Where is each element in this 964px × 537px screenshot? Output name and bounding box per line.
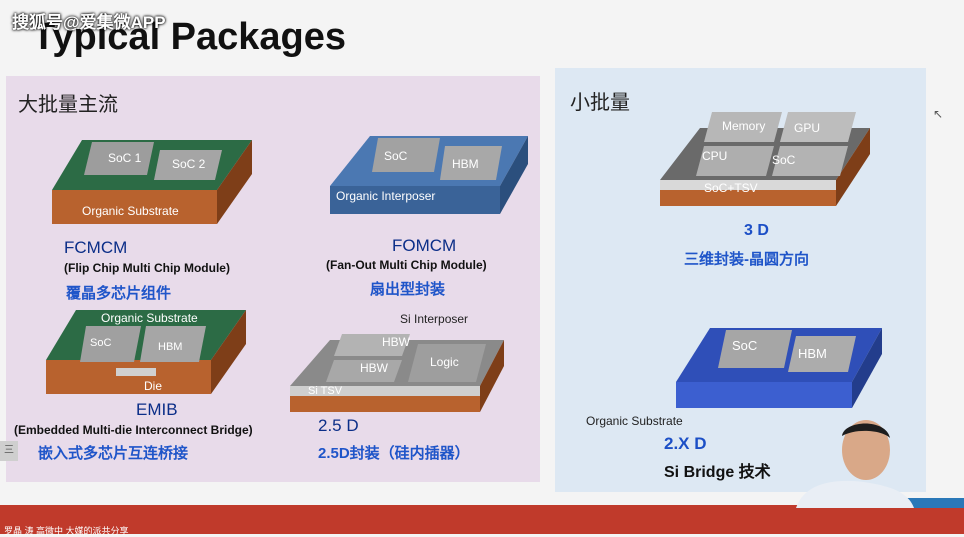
right-panel-heading: 小批量 xyxy=(570,90,630,114)
d2x-chip-hbm xyxy=(788,336,856,372)
d25-interposer-front xyxy=(290,386,480,396)
d25-cn-name: 2.5D封装（硅内插器） xyxy=(318,445,470,462)
fomcm-name: FOMCM xyxy=(392,236,457,255)
d2x-chip-soc xyxy=(718,330,792,368)
chip-soc2-label: SoC 2 xyxy=(172,157,206,171)
d25-chip-hbw-bottom xyxy=(326,360,402,382)
chip-soc-label: SoC xyxy=(384,149,408,163)
interposer-label: Organic Interposer xyxy=(336,189,435,203)
d3-memory-label: Memory xyxy=(722,119,765,133)
chip-soc xyxy=(372,138,440,172)
chip-soc1-label: SoC 1 xyxy=(108,151,142,165)
bottom-bar-text: 罗晶 涛 高微中 大媒的派共分享 xyxy=(4,526,129,536)
watermark: 搜狐号@爱集微APP xyxy=(12,13,166,32)
d25-tsv-label: Si TSV xyxy=(308,385,343,397)
substrate-label: Organic Substrate xyxy=(82,204,179,218)
d2x-name: 2.X D xyxy=(664,434,707,453)
d3-chip-soc xyxy=(772,146,848,176)
d2x-substrate-label: Organic Substrate xyxy=(586,414,683,428)
fomcm-full-name: (Fan-Out Multi Chip Module) xyxy=(326,258,487,272)
interposer-front xyxy=(330,186,500,214)
substrate-side xyxy=(217,140,252,224)
fomcm-cn-name: 扇出型封装 xyxy=(370,281,446,298)
si-interposer-label: Si Interposer xyxy=(400,312,469,326)
d3-soc-label: SoC xyxy=(772,153,796,167)
d25-substrate-side xyxy=(480,340,504,412)
emib-name: EMIB xyxy=(136,400,178,419)
emib-substrate-front xyxy=(46,360,211,394)
emib-substrate-side xyxy=(211,310,246,394)
chip-soc1 xyxy=(84,142,154,175)
d25-chip-logic xyxy=(408,344,486,382)
d25-hbw-label-1: HBW xyxy=(382,335,411,349)
emib-die-label: Die xyxy=(144,379,162,393)
fcmcm-package-illustration: SoC 1 SoC 2 Organic Substrate xyxy=(52,140,252,224)
d3-cn-name: 三维封装-晶圆方向 xyxy=(684,251,809,268)
d2x-substrate-side xyxy=(852,328,882,408)
d3-package-illustration: Memory GPU CPU SoC SoC+TSV xyxy=(660,112,870,206)
fcmcm-name: FCMCM xyxy=(64,238,128,257)
substrate-front xyxy=(52,190,217,224)
d25-name: 2.5 D xyxy=(318,416,359,435)
presenter-webcam xyxy=(796,420,964,508)
d3-base-label: SoC+TSV xyxy=(704,181,758,195)
left-panel-heading: 大批量主流 xyxy=(18,92,118,116)
emib-hbm-label: HBM xyxy=(158,341,182,353)
emib-chip-soc xyxy=(80,326,141,362)
d25-package-illustration: HBW HBW Logic Si TSV xyxy=(290,334,504,412)
d2x-hbm-label: HBM xyxy=(798,346,827,361)
emib-soc-label: SoC xyxy=(90,337,111,349)
emib-substrate-label: Organic Substrate xyxy=(101,311,198,325)
d3-chip-gpu xyxy=(780,112,856,142)
presenter-head xyxy=(842,420,890,480)
emib-cn-name: 嵌入式多芯片互连桥接 xyxy=(38,445,189,462)
bottom-bar xyxy=(0,505,964,534)
d25-chip-hbw-top xyxy=(334,334,410,356)
emib-die xyxy=(116,368,156,376)
slide-title: Typical Packages xyxy=(32,16,347,58)
fomcm-package-illustration: SoC HBM Organic Interposer xyxy=(330,136,528,214)
chip-hbm-label: HBM xyxy=(452,157,479,171)
d25-logic-label: Logic xyxy=(430,355,459,369)
chip-hbm xyxy=(440,146,502,180)
emib-chip-hbm xyxy=(140,326,206,362)
d3-substrate-side xyxy=(836,128,870,206)
d3-name: 3 D xyxy=(744,222,769,239)
fcmcm-cn-name: 覆晶多芯片组件 xyxy=(66,285,172,302)
interposer-side xyxy=(500,136,528,214)
emib-package-illustration: Organic Substrate SoC HBM Die xyxy=(46,310,246,394)
d2x-package-illustration: SoC HBM xyxy=(676,328,882,408)
mouse-cursor-icon: ↖ xyxy=(933,107,944,121)
presenter-hair xyxy=(842,423,890,438)
presenter-shirt xyxy=(796,480,914,508)
d3-tsv-layer xyxy=(660,180,836,190)
d3-chip-memory xyxy=(704,112,782,142)
d2x-substrate-front xyxy=(676,382,852,408)
d3-cpu-label: CPU xyxy=(702,149,727,163)
side-collapse-tab[interactable]: 三 xyxy=(0,441,18,461)
d25-hbw-label-2: HBW xyxy=(360,361,389,375)
d3-substrate-front xyxy=(660,190,836,206)
d2x-subname: Si Bridge 技术 xyxy=(664,464,771,481)
d3-gpu-label: GPU xyxy=(794,121,820,135)
fcmcm-full-name: (Flip Chip Multi Chip Module) xyxy=(64,261,230,275)
emib-full-name: (Embedded Multi-die Interconnect Bridge) xyxy=(14,423,253,437)
d3-chip-cpu xyxy=(696,146,774,176)
chip-soc2 xyxy=(154,150,222,180)
d25-substrate-front xyxy=(290,396,480,412)
d2x-soc-label: SoC xyxy=(732,338,757,353)
